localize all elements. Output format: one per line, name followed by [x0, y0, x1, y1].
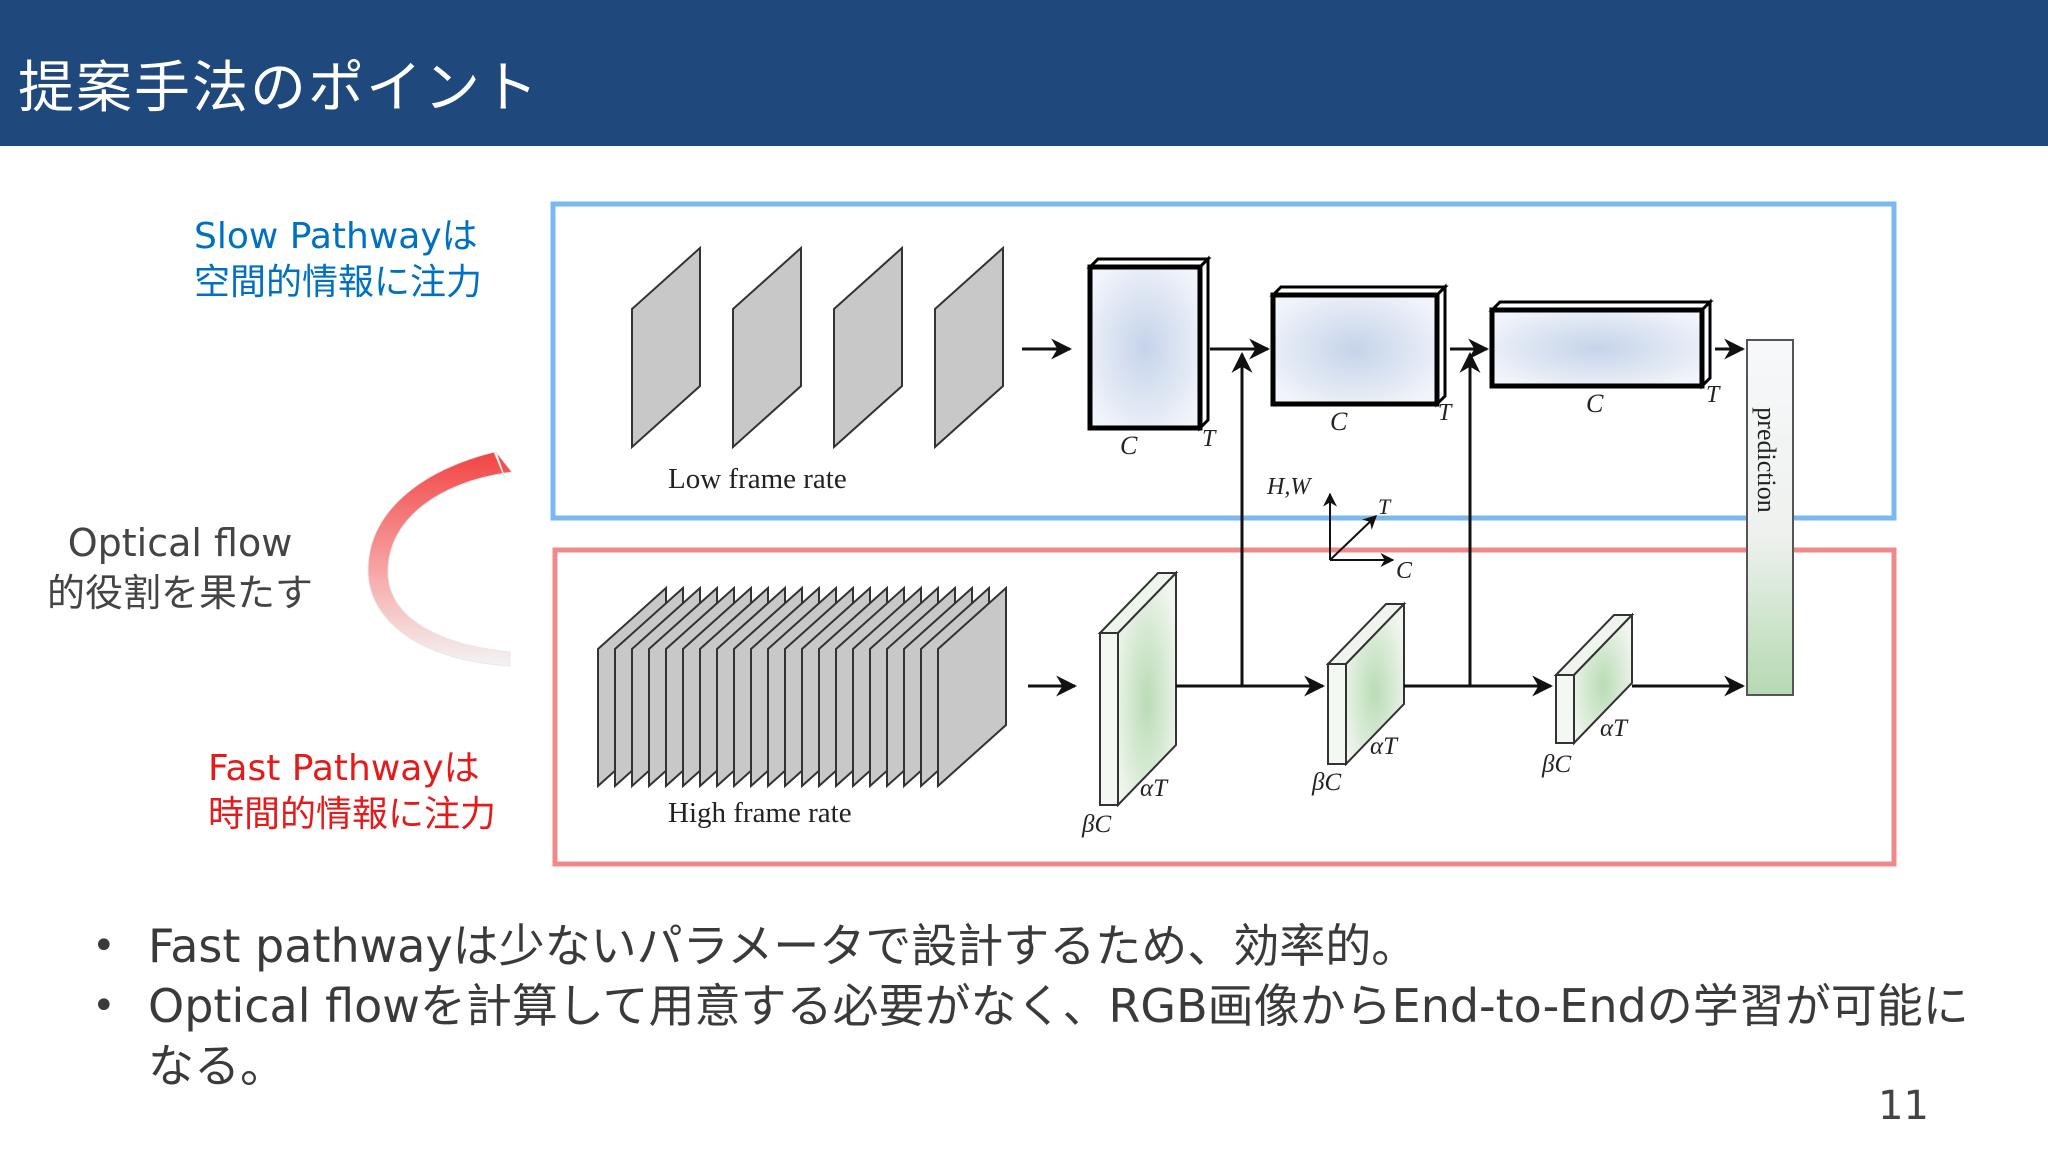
bullet-dot-icon: • — [92, 983, 116, 1029]
prediction-label: prediction — [1752, 407, 1781, 512]
slow3-c-label: C — [1586, 389, 1604, 418]
bullet-dot-icon: • — [92, 923, 116, 969]
slide-header: 提案手法のポイント — [0, 0, 2048, 146]
slow-block-3 — [1488, 298, 1714, 390]
optical-flow-label: Optical flow 的役割を果たす — [0, 518, 360, 618]
low-frame-rate-frames — [631, 245, 1004, 450]
fast2-at-label: αT — [1370, 733, 1399, 760]
fast-pathway-box — [552, 547, 1897, 867]
bullet-list: • Fast pathwayは少ないパラメータで設計するため、効率的。 • Op… — [92, 916, 1992, 1096]
fast2-bc-label: βC — [1311, 769, 1341, 796]
slow1-t-label: T — [1202, 426, 1217, 452]
slow2-t-label: T — [1438, 400, 1453, 426]
flow-label-line-1: Optical flow — [67, 521, 293, 565]
fast1-bc-label: βC — [1081, 811, 1111, 838]
high-frame-rate-frames — [597, 585, 1007, 789]
t-axis-label: T — [1378, 494, 1392, 519]
fast-block-2 — [1325, 601, 1407, 767]
bullet-text: Fast pathwayは少ないパラメータで設計するため、効率的。 — [148, 919, 1418, 973]
optical-flow-curved-arrow — [367, 451, 513, 667]
bullet-item: • Fast pathwayは少ないパラメータで設計するため、効率的。 — [92, 916, 1992, 976]
slide-title: 提案手法のポイント — [18, 56, 540, 121]
page-number: 11 — [1878, 1083, 1929, 1129]
fast1-at-label: αT — [1140, 775, 1169, 802]
hw-axis-label: H,W — [1266, 474, 1312, 500]
slow1-c-label: C — [1120, 431, 1138, 460]
prediction-bar — [1746, 339, 1794, 696]
axes-glyph — [1323, 492, 1395, 567]
slow-block-1 — [1086, 255, 1212, 432]
fast-block-3 — [1553, 612, 1635, 746]
c-axis-label: C — [1396, 558, 1413, 584]
slow-block-2 — [1269, 283, 1449, 408]
fast3-at-label: αT — [1600, 715, 1629, 742]
slow-label-line-2: 空間的情報に注力 — [194, 262, 483, 303]
connection-lines — [1022, 338, 1746, 697]
fast-label-line-1: Fast Pathwayは — [208, 748, 480, 789]
bullet-item: • Optical flowを計算して用意する必要がなく、RGB画像からEnd-… — [92, 976, 1992, 1096]
flow-label-line-2: 的役割を果たす — [46, 571, 313, 615]
fast-block-1 — [1097, 570, 1179, 808]
slow2-c-label: C — [1330, 407, 1348, 436]
slow-label-line-1: Slow Pathwayは — [194, 216, 478, 257]
slow3-t-label: T — [1706, 382, 1721, 408]
high-frame-rate-label: High frame rate — [668, 797, 852, 829]
low-frame-rate-label: Low frame rate — [668, 463, 847, 495]
slow-pathway-label: Slow Pathwayは 空間的情報に注力 — [194, 214, 482, 306]
fast-label-line-2: 時間的情報に注力 — [208, 794, 497, 835]
slow-pathway-box — [550, 201, 1897, 521]
fast3-bc-label: βC — [1541, 751, 1571, 778]
fast-pathway-label: Fast Pathwayは 時間的情報に注力 — [208, 746, 496, 838]
bullet-text: Optical flowを計算して用意する必要がなく、RGB画像からEnd-to… — [148, 979, 1969, 1093]
